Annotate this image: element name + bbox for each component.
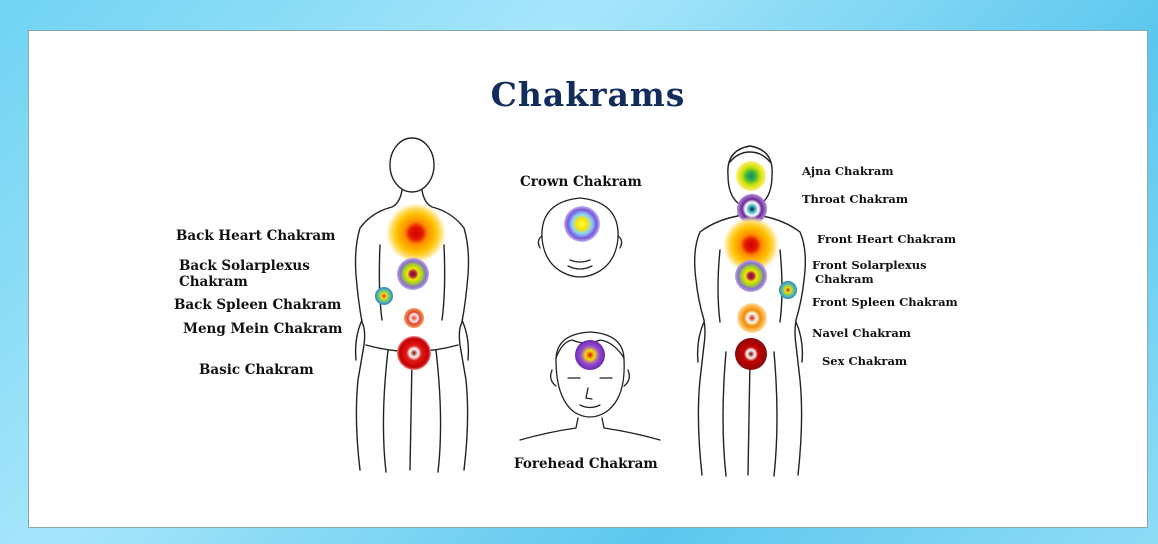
back-heart-marker [386, 203, 446, 263]
label-front-spleen: Front Spleen Chakram [812, 295, 958, 309]
label-sex: Sex Chakram [822, 354, 907, 368]
ajna-marker [736, 161, 766, 191]
label-ajna: Ajna Chakram [802, 164, 894, 178]
label-navel: Navel Chakram [812, 326, 911, 340]
front-solarplexus-marker [735, 260, 767, 292]
back-solarplexus-marker [397, 258, 429, 290]
label-back-heart: Back Heart Chakram [176, 228, 335, 244]
front-spleen-marker [779, 281, 797, 299]
label-front-heart: Front Heart Chakram [817, 232, 956, 246]
label-back-solarplexus-line2: Chakram [179, 274, 248, 290]
forehead-marker [575, 340, 605, 370]
back-chakra-markers [375, 203, 446, 370]
label-crown: Crown Chakram [520, 174, 642, 190]
label-forehead: Forehead Chakram [514, 456, 658, 472]
front-chakra-markers [723, 161, 797, 370]
label-front-solarplexus-line1: Front Solarplexus [812, 258, 927, 272]
label-basic: Basic Chakram [199, 362, 314, 378]
crown-marker [564, 206, 600, 242]
label-meng-mein: Meng Mein Chakram [183, 321, 342, 337]
navel-marker [737, 303, 767, 333]
label-throat: Throat Chakram [802, 192, 908, 206]
back-body-outline [356, 138, 469, 472]
basic-marker [397, 336, 431, 370]
back-spleen-marker [375, 287, 393, 305]
label-back-solarplexus-line1: Back Solarplexus [179, 258, 310, 274]
label-front-solarplexus-line2: Chakram [815, 272, 874, 286]
sex-marker [735, 338, 767, 370]
meng-mein-marker [404, 308, 424, 328]
label-back-spleen: Back Spleen Chakram [174, 297, 341, 313]
